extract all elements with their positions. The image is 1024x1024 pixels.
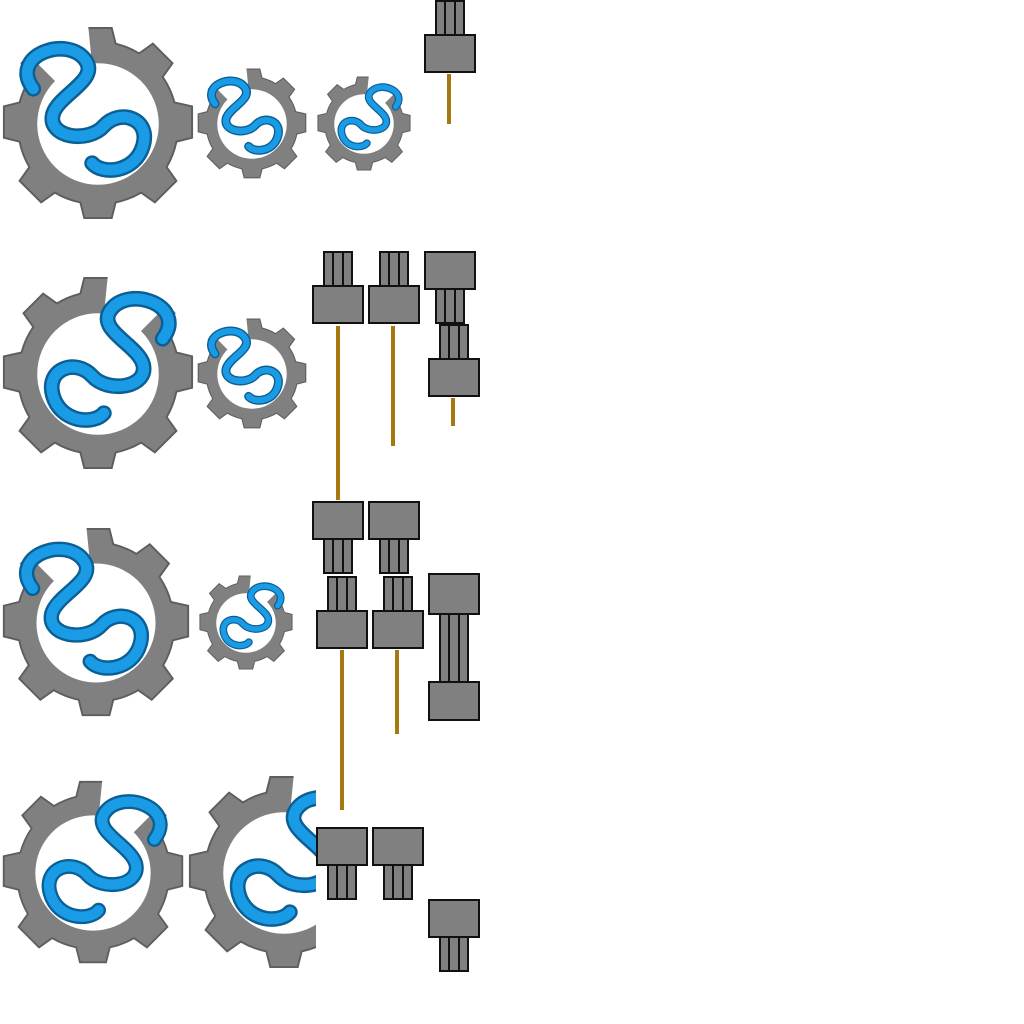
gear-logo-narrow-icon	[196, 68, 306, 178]
gear-logo-narrow-icon	[196, 318, 306, 428]
connector-plug-icon	[316, 826, 368, 900]
connector-plug-icon	[428, 573, 480, 721]
connector-wire-icon	[312, 250, 364, 500]
connector-plug-icon	[424, 250, 480, 426]
connector-plug-icon	[372, 826, 424, 900]
gear-logo-icon	[4, 276, 196, 468]
gear-logo-narrower-icon	[318, 76, 412, 170]
connector-wire-icon	[424, 0, 476, 124]
gear-logo-icon	[0, 527, 188, 715]
gear-logo-icon	[4, 780, 186, 962]
connector-plug-icon	[428, 898, 480, 972]
gear-logo-icon	[0, 26, 192, 218]
gear-logo-narrow-icon	[200, 575, 294, 669]
connector-plug-icon	[312, 500, 368, 810]
connector-wire-icon	[368, 250, 420, 446]
connector-plug-icon	[368, 500, 424, 734]
